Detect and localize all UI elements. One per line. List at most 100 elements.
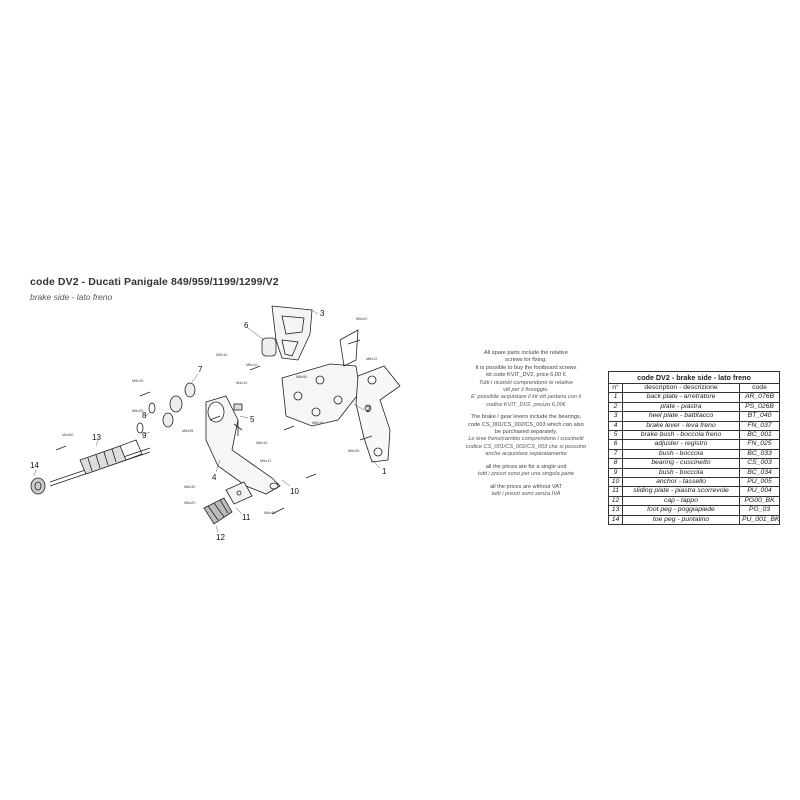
part-code: PU_001_BK: [739, 514, 780, 526]
callout-10: 10: [290, 487, 299, 496]
part-code: FN_037: [739, 420, 780, 432]
part-code: PS_026B: [739, 401, 780, 413]
part-code: FN_025: [739, 439, 780, 450]
part-number: 8: [608, 458, 623, 469]
note-line: All spare parts include the relative: [484, 350, 568, 356]
part-description: bush - boccola: [622, 467, 740, 479]
part-code: AR_076B: [739, 392, 780, 403]
part-number: 3: [608, 411, 623, 422]
part-code: BC_034: [739, 467, 780, 479]
part-number: 9: [608, 467, 623, 479]
note-line: kit code KVIT_DV2, price 6,00 €: [486, 372, 566, 379]
part-code: BT_040: [739, 411, 780, 422]
part-screws: [55, 339, 373, 515]
note-line: all the prices are without VAT: [490, 483, 562, 490]
part-number: 13: [608, 505, 623, 516]
screw-label: M6x12: [260, 459, 271, 463]
screw-label: M6x10: [246, 363, 257, 367]
part-description: brake bush - boccola freno: [622, 430, 740, 441]
part-number: 1: [608, 392, 623, 403]
part-number: 6: [608, 439, 623, 450]
callout-14: 14: [30, 461, 39, 470]
part-toe-peg: [30, 477, 46, 495]
note-line-it: codice KVIT_DV2, prezzo 6,00€: [486, 401, 566, 408]
screw-label: M6x35: [348, 449, 359, 453]
screw-label: M6x15: [132, 379, 143, 383]
note-line: It is possible to buy the footboard scre…: [475, 364, 577, 371]
note-line-it: Tutti i ricambi comprendono le relative: [478, 379, 574, 386]
part-number: 12: [608, 495, 623, 507]
screw-label: M4x60: [62, 433, 73, 437]
part-description: plate - piastra: [622, 401, 740, 413]
part-description: heel plate - battitacco: [622, 411, 740, 422]
callout-5: 5: [250, 415, 255, 424]
callout-3: 3: [320, 309, 325, 318]
part-number: 2: [608, 401, 623, 413]
part-description: adjuster - registro: [622, 439, 740, 450]
callout-1: 1: [382, 467, 387, 476]
callout-4: 4: [212, 473, 217, 482]
note-spare-parts: All spare parts include the relative scr…: [452, 350, 600, 409]
part-heel-plate: [271, 305, 313, 361]
part-description: sliding plate - piastra scorrevole: [622, 486, 740, 497]
callout-7: 7: [198, 365, 203, 374]
part-description: back plate - arretratore: [622, 392, 740, 403]
part-toe-rubber: [203, 481, 253, 525]
screw-label: M8x35: [182, 429, 193, 433]
table-header-row: n° description - descrizione code: [608, 382, 780, 394]
callout-numbers: 1 2 3 4 5 6 7 8 9 10 11 12 13 14: [30, 309, 387, 542]
part-code: CS_003: [739, 458, 780, 469]
callout-12: 12: [216, 533, 225, 542]
screw-label: M5x10: [216, 353, 227, 357]
note-vat: all the prices are without VAT tutti i p…: [452, 484, 600, 499]
part-adjuster-small: [233, 403, 243, 436]
note-line-it: tutti i prezzi sono per una singola part…: [477, 471, 575, 478]
part-description: cap - tappo: [622, 495, 740, 507]
part-number: 14: [608, 514, 623, 526]
screw-label: M6x20: [184, 501, 195, 505]
part-adjuster: [261, 337, 277, 357]
page-title: code DV2 - Ducati Panigale 849/959/1199/…: [30, 276, 279, 288]
part-brake-lever: [205, 395, 281, 495]
part-description: foot peg - poggiapiede: [622, 505, 740, 516]
exploded-diagram: 1 2 3 4 5 6 7 8 9 10 11 12 13 14 M6x20 M…: [20, 300, 460, 560]
note-line-it: tutti i prezzi sono senza IVA: [491, 490, 561, 497]
callout-6: 6: [244, 321, 249, 330]
callout-9: 9: [142, 431, 147, 440]
part-plate: [281, 329, 361, 427]
screw-label: M6x16: [312, 421, 323, 425]
note-line-it: codice CS_001/CS_002/CS_003 che si posso…: [465, 443, 587, 450]
note-bearings: The brake / gear levers include the bear…: [452, 414, 600, 458]
part-back-plate: [355, 365, 401, 463]
part-description: toe peg - puntalino: [622, 514, 740, 526]
screw-label: M6x25: [132, 409, 143, 413]
note-line-it: E' possibile acquistare il kit viti peda…: [471, 394, 581, 401]
screw-label: M6x15: [256, 441, 267, 445]
part-number: 11: [608, 486, 623, 497]
screw-label: M8x12: [366, 357, 377, 361]
part-foot-peg: [79, 439, 143, 475]
page-subtitle: brake side - lato freno: [30, 292, 113, 302]
part-description: anchor - tassello: [622, 477, 740, 488]
part-number: 4: [608, 420, 623, 432]
notes-block: All spare parts include the relative scr…: [452, 350, 600, 503]
callout-11: 11: [242, 513, 251, 522]
note-line-it: Le leve freno/cambio comprendono i cusci…: [468, 436, 584, 443]
parts-table-container: code DV2 - brake side - lato freno n° de…: [608, 371, 780, 526]
callout-8: 8: [142, 411, 147, 420]
part-code: PG_03: [739, 505, 780, 516]
part-description: bush - boccola: [622, 448, 740, 460]
column-header-description: description - descrizione: [622, 382, 740, 394]
